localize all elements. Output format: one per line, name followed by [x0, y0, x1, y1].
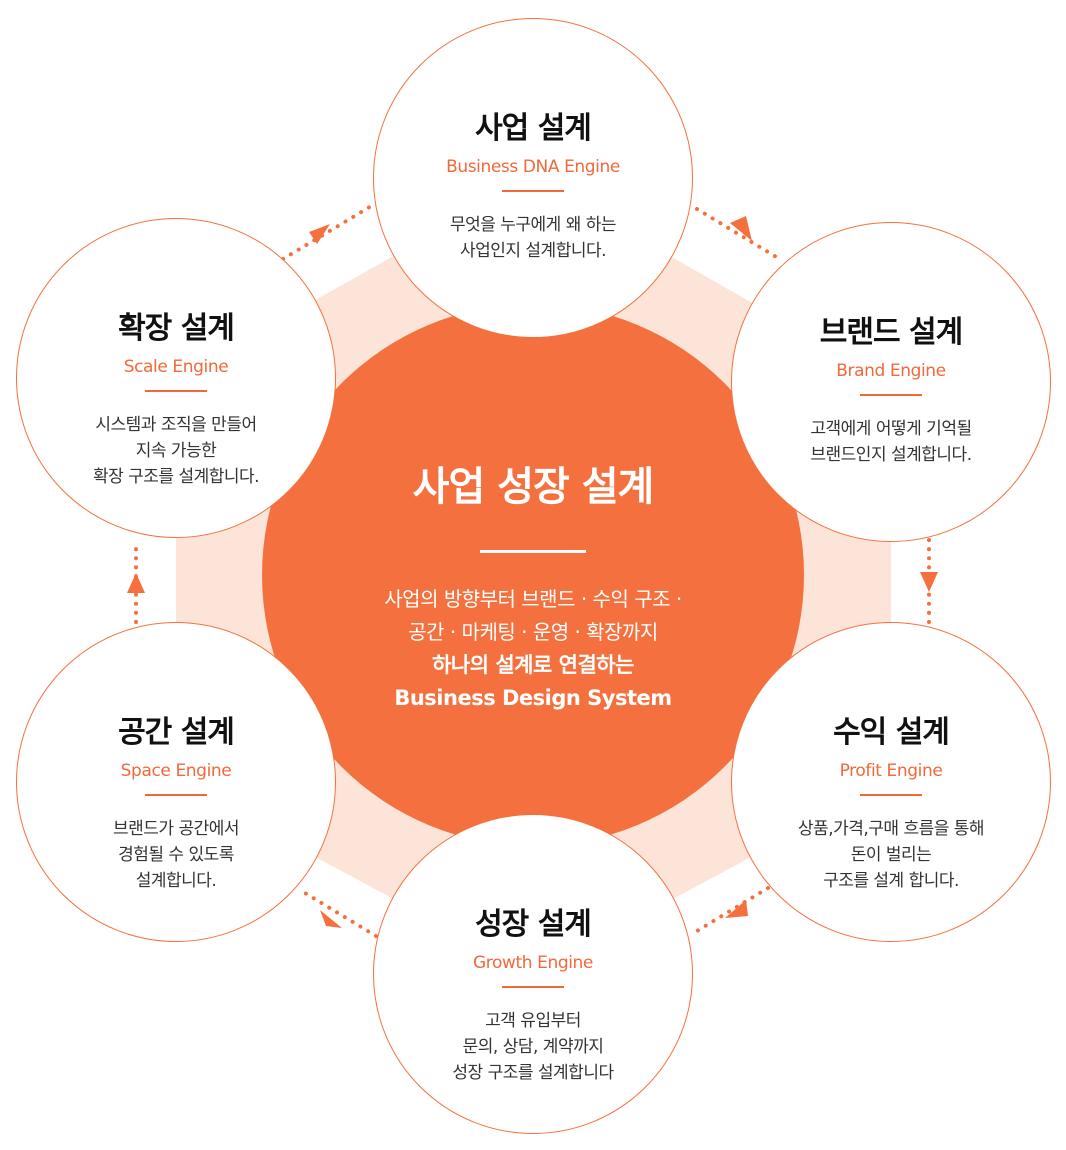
center-hub: 사업 성장 설계 사업의 방향부터 브랜드 · 수익 구조 · 공간 · 마케팅… — [262, 304, 804, 846]
node-title: 수익 설계 — [833, 715, 950, 750]
node-subtitle: Profit Engine — [839, 761, 943, 781]
node-desc-line: 설계합니다. — [135, 871, 217, 891]
arrow-business-brand — [695, 207, 780, 260]
node-business-design: 사업 설계 Business DNA Engine 무엇을 누구에게 왜 하는 … — [373, 18, 693, 338]
center-line-1: 사업의 방향부터 브랜드 · 수익 구조 · — [384, 587, 682, 611]
node-desc-line: 구조를 설계 합니다. — [823, 871, 959, 891]
center-line-2: 공간 · 마케팅 · 운영 · 확장까지 — [408, 620, 658, 644]
node-title: 확장 설계 — [118, 311, 235, 346]
arrowhead-icon — [127, 573, 145, 593]
node-title: 공간 설계 — [118, 715, 235, 750]
node-subtitle: Business DNA Engine — [446, 157, 620, 177]
node-divider — [860, 394, 922, 396]
node-desc-line: 무엇을 누구에게 왜 하는 — [449, 215, 617, 235]
arrowhead-icon — [309, 224, 330, 244]
node-desc-line: 지속 가능한 — [135, 441, 217, 461]
arrow-growth-space — [298, 888, 378, 938]
node-desc-line: 브랜드인지 설계합니다. — [810, 445, 972, 465]
node-desc-line: 경험될 수 있도록 — [118, 845, 234, 865]
node-desc-line: 고객에게 어떻게 기억될 — [810, 419, 972, 439]
arrowhead-icon — [730, 216, 752, 241]
arrowhead-icon — [920, 572, 938, 592]
node-brand-design: 브랜드 설계 Brand Engine 고객에게 어떻게 기억될 브랜드인지 설… — [731, 222, 1051, 542]
node-title: 성장 설계 — [475, 907, 592, 942]
arrowhead-icon — [320, 910, 342, 928]
node-desc-line: 돈이 벌리는 — [850, 845, 932, 865]
node-subtitle: Growth Engine — [472, 953, 593, 973]
node-divider — [502, 986, 564, 988]
node-profit-design: 수익 설계 Profit Engine 상품,가격,구매 흐름을 통해 돈이 벌… — [731, 622, 1051, 942]
node-desc-line: 고객 유입부터 — [485, 1011, 581, 1031]
node-subtitle: Space Engine — [120, 761, 232, 781]
arrow-scale-business — [281, 203, 375, 261]
node-desc-line: 성장 구조를 설계합니다 — [452, 1063, 614, 1083]
node-desc-line: 상품,가격,구매 흐름을 통해 — [797, 819, 985, 839]
node-desc-line: 문의, 상담, 계약까지 — [462, 1037, 604, 1057]
center-circle — [262, 304, 804, 846]
node-desc-line: 확장 구조를 설계합니다. — [92, 467, 260, 487]
node-space-design: 공간 설계 Space Engine 브랜드가 공간에서 경험될 수 있도록 설… — [16, 622, 336, 942]
node-title: 사업 설계 — [475, 111, 592, 146]
node-desc-line: 브랜드가 공간에서 — [112, 819, 240, 839]
node-divider — [502, 190, 564, 192]
node-desc-line: 사업인지 설계합니다. — [459, 241, 607, 261]
node-subtitle: Scale Engine — [123, 357, 229, 377]
node-subtitle: Brand Engine — [836, 361, 946, 381]
arrow-heads — [127, 216, 938, 928]
node-divider — [145, 794, 207, 796]
node-scale-design: 확장 설계 Scale Engine 시스템과 조직을 만들어 지속 가능한 확… — [16, 218, 336, 538]
center-title: 사업 성장 설계 — [412, 464, 655, 510]
center-line-4: Business Design System — [394, 686, 672, 710]
node-growth-design: 성장 설계 Growth Engine 고객 유입부터 문의, 상담, 계약까지… — [373, 814, 693, 1134]
arrowhead-icon — [725, 900, 748, 918]
node-desc-line: 시스템과 조직을 만들어 — [95, 415, 257, 435]
flow-arrows — [134, 203, 931, 938]
node-title: 브랜드 설계 — [819, 315, 963, 350]
center-line-3: 하나의 설계로 연결하는 — [432, 653, 634, 677]
arrow-profit-growth — [695, 886, 770, 933]
center-divider — [480, 550, 586, 553]
node-divider — [145, 390, 207, 392]
node-divider — [860, 794, 922, 796]
